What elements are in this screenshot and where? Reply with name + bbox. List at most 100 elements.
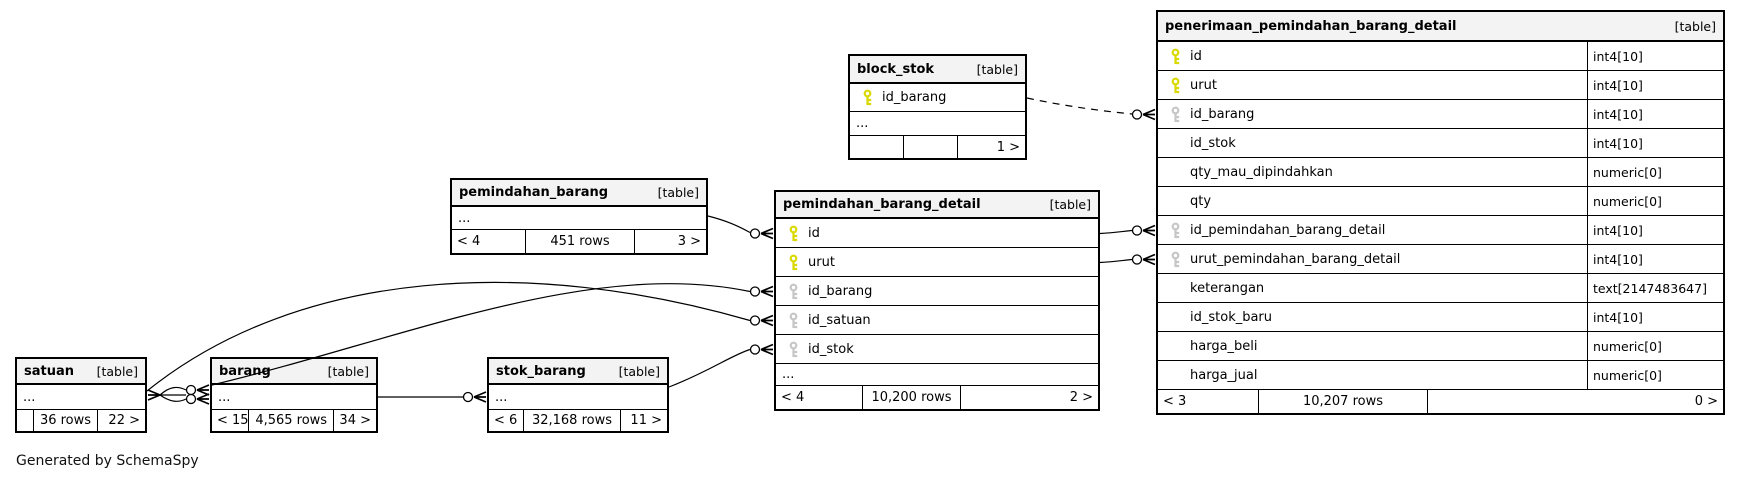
foreign-key-icon: [1171, 251, 1180, 267]
table-pemindahan-barang[interactable]: pemindahan_barang [table] ... < 4 451 ro…: [450, 178, 708, 255]
row-count: 10,200 rows: [862, 386, 961, 409]
foreign-key-icon: [789, 283, 798, 299]
column-name: urut: [1190, 77, 1217, 93]
table-barang[interactable]: barang [table] ... < 15 4,565 rows 34 >: [210, 357, 378, 433]
column-row: keterangan text[2147483647]: [1158, 274, 1723, 303]
column-type: numeric[0]: [1587, 158, 1723, 186]
column-name: urut: [808, 254, 835, 270]
table-footer: < 4 451 rows 3 >: [452, 230, 706, 253]
column-row: qty numeric[0]: [1158, 187, 1723, 216]
column-name: id_stok: [1190, 135, 1236, 151]
table-footer: < 3 10,207 rows 0 >: [1158, 390, 1723, 413]
ellipsis-row: ...: [850, 112, 1025, 136]
table-footer: < 4 10,200 rows 2 >: [776, 386, 1098, 409]
table-block-stok[interactable]: block_stok [table] id_barang ... 1 >: [848, 54, 1027, 160]
table-header: pemindahan_barang_detail [table]: [776, 192, 1098, 219]
primary-key-icon: [789, 225, 798, 241]
row-count: 36 rows: [33, 410, 98, 431]
column-name: qty: [1190, 193, 1212, 209]
column-row: urut_pemindahan_barang_detail int4[10]: [1158, 245, 1723, 274]
table-name[interactable]: stok_barang: [496, 363, 586, 379]
column-name: id: [1190, 48, 1202, 64]
table-tag: [table]: [657, 185, 699, 200]
pager-next: 0 >: [1694, 394, 1718, 409]
table-header: pemindahan_barang [table]: [452, 180, 706, 207]
pager-prev: [17, 410, 33, 431]
column-row: harga_jual numeric[0]: [1158, 361, 1723, 390]
relation-detail-id-to-penerimaan: [1099, 224, 1156, 237]
column-row: qty_mau_dipindahkan numeric[0]: [1158, 158, 1723, 187]
column-row: id_stok_baru int4[10]: [1158, 303, 1723, 332]
primary-key-icon: [1171, 77, 1180, 93]
column-name: id: [808, 225, 820, 241]
table-name[interactable]: block_stok: [857, 61, 935, 77]
pager-next: 1 >: [996, 139, 1020, 155]
table-name[interactable]: satuan: [24, 363, 75, 379]
column-type: text[2147483647]: [1587, 274, 1723, 302]
table-tag: [table]: [1674, 18, 1716, 34]
pager-next: 11 >: [630, 413, 662, 428]
column-row: id_stok: [776, 335, 1098, 364]
table-name[interactable]: barang: [219, 363, 271, 379]
table-footer: 36 rows 22 >: [17, 410, 145, 431]
ellipsis-row: ...: [489, 385, 667, 410]
ellipsis-row: ...: [452, 207, 706, 230]
table-stok-barang[interactable]: stok_barang [table] ... < 6 32,168 rows …: [487, 357, 669, 433]
table-header: block_stok [table]: [850, 56, 1025, 84]
column-type: int4[10]: [1587, 100, 1723, 128]
column-name: qty_mau_dipindahkan: [1190, 164, 1333, 180]
column-type: int4[10]: [1587, 216, 1723, 244]
relation-satuan-barang-bundle: [147, 384, 210, 405]
table-footer: 1 >: [850, 136, 1025, 158]
row-count: 32,168 rows: [523, 410, 621, 431]
table-name[interactable]: pemindahan_barang: [459, 185, 609, 200]
column-name: id_satuan: [808, 312, 871, 328]
column-name: id_stok_baru: [1190, 309, 1273, 325]
table-name[interactable]: penerimaan_pemindahan_barang_detail: [1165, 18, 1457, 34]
column-row: id_pemindahan_barang_detail int4[10]: [1158, 216, 1723, 245]
relation-stok-barang-to-detail-id-stok: [668, 343, 774, 388]
pager-next: 2 >: [1069, 390, 1093, 405]
pager-prev: < 4: [781, 390, 805, 405]
pager-prev: < 4: [457, 234, 481, 249]
foreign-key-icon: [789, 341, 798, 357]
column-row: id int4[10]: [1158, 42, 1723, 71]
pager-next: 3 >: [677, 234, 701, 249]
foreign-key-icon: [789, 312, 798, 328]
table-name[interactable]: pemindahan_barang_detail: [783, 197, 981, 212]
column-name: urut_pemindahan_barang_detail: [1190, 251, 1401, 267]
table-tag: [table]: [976, 61, 1018, 77]
primary-key-icon: [1171, 48, 1180, 64]
table-penerimaan-pemindahan-barang-detail[interactable]: penerimaan_pemindahan_barang_detail [tab…: [1156, 10, 1725, 415]
relation-pemindahan-barang-to-detail-id: [707, 215, 774, 240]
generated-by-label: Generated by SchemaSpy: [16, 453, 199, 469]
column-name: id_barang: [882, 90, 947, 105]
column-type: int4[10]: [1587, 129, 1723, 157]
column-name: id_barang: [808, 283, 873, 299]
pager-prev: < 3: [1163, 394, 1187, 409]
table-footer: < 6 32,168 rows 11 >: [489, 410, 667, 431]
table-header: barang [table]: [212, 359, 376, 385]
foreign-key-icon: [1171, 222, 1180, 238]
table-satuan[interactable]: satuan [table] ... 36 rows 22 >: [15, 357, 147, 433]
row-count: 10,207 rows: [1258, 390, 1428, 413]
row-count: 4,565 rows: [248, 410, 335, 431]
ellipsis-row: ...: [17, 385, 145, 410]
column-row: harga_beli numeric[0]: [1158, 332, 1723, 361]
column-name: harga_beli: [1190, 338, 1258, 354]
table-tag: [table]: [618, 363, 660, 379]
table-header: satuan [table]: [17, 359, 145, 385]
ellipsis-row: ...: [212, 385, 376, 410]
table-pemindahan-barang-detail[interactable]: pemindahan_barang_detail [table] id urut…: [774, 190, 1100, 411]
column-name: keterangan: [1190, 280, 1265, 296]
column-type: int4[10]: [1587, 245, 1723, 273]
pager-next: 34 >: [339, 413, 371, 428]
column-row: urut int4[10]: [1158, 71, 1723, 100]
column-name: id_barang: [1190, 106, 1255, 122]
ellipsis-row: ...: [776, 364, 1098, 386]
primary-key-icon: [863, 89, 872, 106]
table-tag: [table]: [96, 363, 138, 379]
column-type: numeric[0]: [1587, 332, 1723, 360]
table-tag: [table]: [327, 363, 369, 379]
